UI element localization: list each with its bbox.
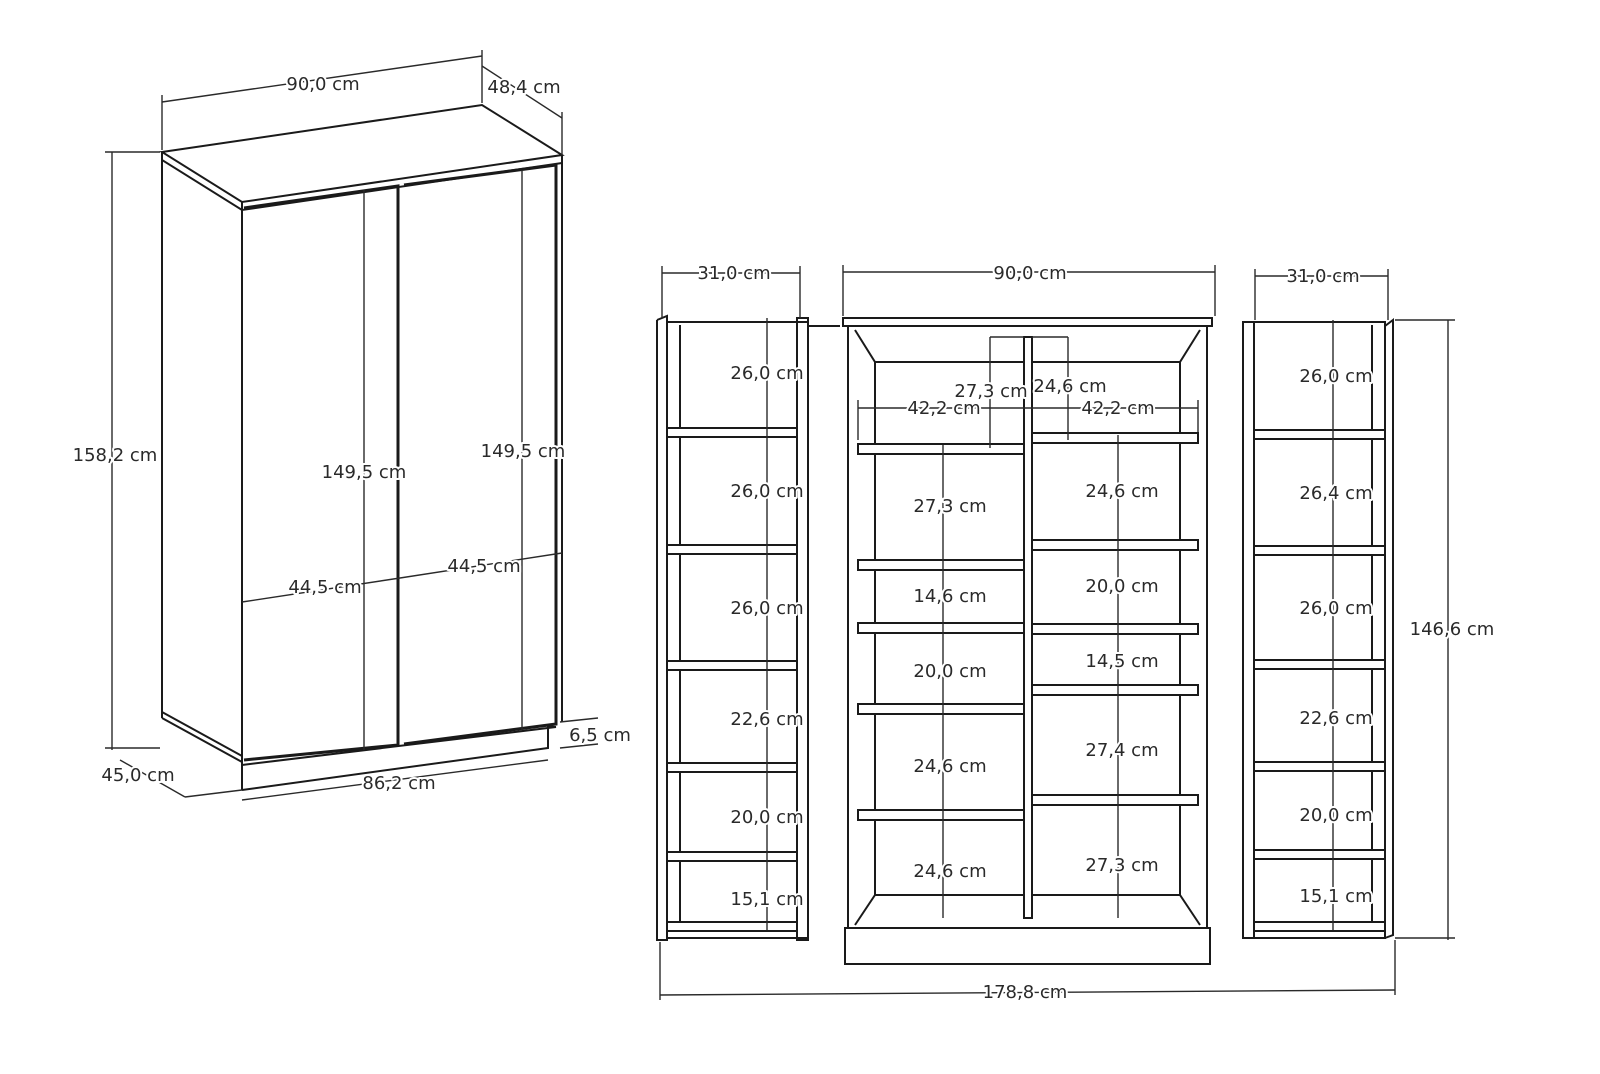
- center-left-shelf-height: 20,0 cm: [913, 661, 986, 682]
- center-left-top-height: 27,3 cm: [954, 381, 1027, 402]
- left-shelf-height: 26,0 cm: [730, 598, 803, 619]
- left-shelf-height: 20,0 cm: [730, 807, 803, 828]
- left-shelf-height: 26,0 cm: [730, 481, 803, 502]
- perspective-labels: 90,0 cm 48,4 cm 158,2 cm 149,5 cm 149,5 …: [71, 72, 633, 796]
- center-right-shelf-height: 24,6 cm: [1085, 481, 1158, 502]
- right-unit-height: 146,6 cm: [1410, 619, 1495, 640]
- right-shelf-height: 15,1 cm: [1299, 886, 1372, 907]
- dim-plinth-height: 6,5 cm: [569, 725, 631, 746]
- center-right-shelf-height: 27,3 cm: [1085, 855, 1158, 876]
- right-shelf-height: 26,0 cm: [1299, 366, 1372, 387]
- left-unit-width: 31,0 cm: [697, 263, 770, 284]
- center-unit-shelves: [857, 432, 1199, 821]
- front-dimension-lines: [659, 265, 1455, 1000]
- shelf: [857, 559, 1025, 571]
- perspective-dimensions: [105, 50, 599, 801]
- shelf: [1253, 545, 1386, 556]
- center-left-width: 42,2 cm: [907, 398, 980, 419]
- shelf: [666, 660, 798, 671]
- shelf: [1253, 761, 1386, 772]
- center-right-shelf-height: 27,4 cm: [1085, 740, 1158, 761]
- shelf: [666, 921, 798, 932]
- right-shelf-height: 26,4 cm: [1299, 483, 1372, 504]
- center-left-shelf-height: 27,3 cm: [913, 496, 986, 517]
- right-shelf-height: 22,6 cm: [1299, 708, 1372, 729]
- shelf: [1031, 623, 1199, 635]
- left-shelf-height: 15,1 cm: [730, 889, 803, 910]
- dim-base-width: 86,2 cm: [362, 773, 435, 794]
- center-left-shelf-height: 24,6 cm: [913, 861, 986, 882]
- left-shelf-height: 26,0 cm: [730, 363, 803, 384]
- shelf: [857, 703, 1025, 715]
- shelf: [1253, 849, 1386, 860]
- center-right-top-height: 24,6 cm: [1033, 376, 1106, 397]
- dim-door-width-right: 44,5 cm: [447, 556, 520, 577]
- center-unit-width: 90,0 cm: [993, 263, 1066, 284]
- dim-depth-bottom: 45,0 cm: [101, 765, 174, 786]
- left-shelf-height: 22,6 cm: [730, 709, 803, 730]
- center-left-shelf-height: 24,6 cm: [913, 756, 986, 777]
- right-unit-shelves: [1253, 429, 1386, 932]
- dim-door-height-right: 149,5 cm: [481, 441, 566, 462]
- center-right-shelf-height: 20,0 cm: [1085, 576, 1158, 597]
- dim-depth-top: 48,4 cm: [487, 77, 560, 98]
- shelf: [666, 427, 798, 438]
- right-unit-width: 31,0 cm: [1286, 266, 1359, 287]
- dim-door-height-left: 149,5 cm: [322, 462, 407, 483]
- shelf: [666, 851, 798, 862]
- shelf: [1031, 432, 1199, 444]
- dim-width: 90,0 cm: [286, 74, 359, 95]
- shelf: [857, 809, 1025, 821]
- shelf: [666, 544, 798, 555]
- shelf: [1253, 429, 1386, 440]
- shelf: [1253, 921, 1386, 932]
- front-right-unit: [1242, 318, 1394, 939]
- perspective-cabinet: [159, 103, 565, 791]
- shelf: [666, 762, 798, 773]
- shelf: [857, 443, 1025, 455]
- shelf: [1253, 659, 1386, 670]
- front-labels: 31,0 cm 26,0 cm 26,0 cm 26,0 cm 22,6 cm …: [695, 261, 1496, 1005]
- dim-height: 158,2 cm: [73, 445, 158, 466]
- right-shelf-height: 26,0 cm: [1299, 598, 1372, 619]
- center-left-shelf-height: 14,6 cm: [913, 586, 986, 607]
- shelf: [857, 622, 1025, 634]
- center-right-width: 42,2 cm: [1081, 398, 1154, 419]
- shelf: [1031, 539, 1199, 551]
- center-right-shelf-height: 14,5 cm: [1085, 651, 1158, 672]
- shelf: [1031, 684, 1199, 696]
- left-unit-shelves: [666, 427, 798, 932]
- right-shelf-height: 20,0 cm: [1299, 805, 1372, 826]
- shelf: [1031, 794, 1199, 806]
- dim-door-width-left: 44,5 cm: [288, 577, 361, 598]
- front-left-unit: [656, 314, 840, 941]
- total-width: 178,8 cm: [983, 982, 1068, 1003]
